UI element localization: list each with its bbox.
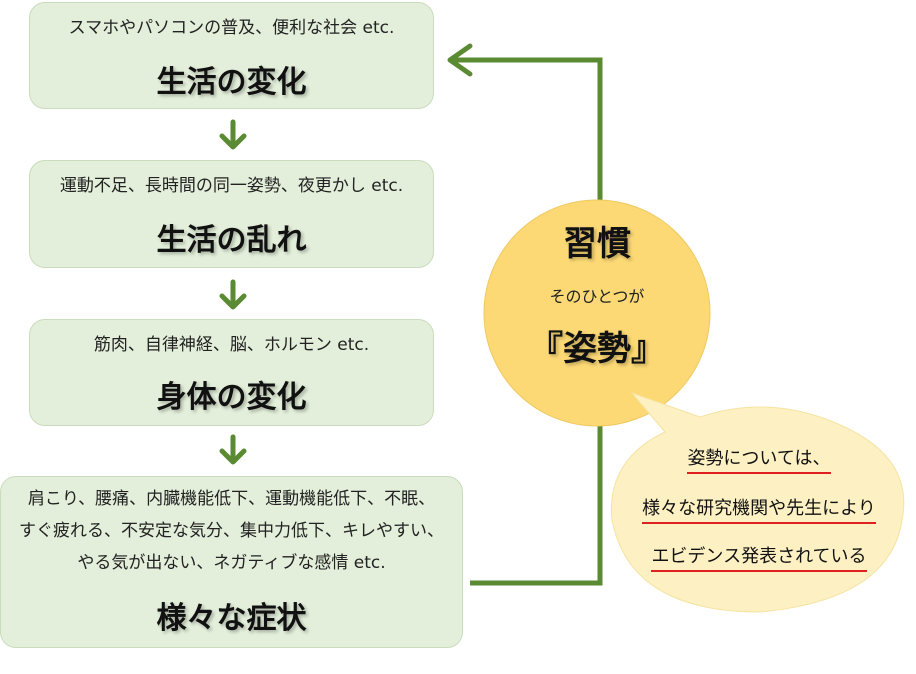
symptoms-line-2: すぐ疲れる、不安定な気分、集中力低下、キレやすい、 bbox=[19, 521, 444, 541]
bubble-content: 姿勢については、 様々な研究機関や先生により エビデンス発表されている bbox=[612, 440, 906, 590]
posture-highlight: 『姿勢』 bbox=[529, 329, 665, 369]
flow-box-subtext: 運動不足、長時間の同一姿勢、夜更かし etc. bbox=[59, 176, 404, 196]
flow-box-subtext: スマホやパソコンの普及、便利な社会 etc. bbox=[68, 18, 395, 38]
flow-box-title: 様々な症状 bbox=[156, 601, 307, 636]
flow-box-lifestyle-change: スマホやパソコンの普及、便利な社会 etc. 生活の変化 bbox=[29, 2, 434, 109]
flow-box-symptoms: 肩こり、腰痛、内臓機能低下、運動機能低下、不眠、 すぐ疲れる、不安定な気分、集中… bbox=[0, 476, 463, 648]
flow-box-lifestyle-disorder: 運動不足、長時間の同一姿勢、夜更かし etc. 生活の乱れ bbox=[29, 160, 434, 268]
bubble-line-1: 姿勢については、 bbox=[612, 444, 906, 474]
flow-box-subtext: 筋肉、自律神経、脳、ホルモン etc. bbox=[93, 335, 370, 355]
down-arrow-2 bbox=[219, 279, 247, 310]
down-arrow-3 bbox=[219, 434, 247, 465]
habit-title: 習慣 bbox=[563, 224, 631, 264]
flow-box-title: 生活の乱れ bbox=[156, 223, 307, 258]
bubble-line-2: 様々な研究機関や先生により bbox=[612, 494, 906, 524]
habit-subtitle: そのひとつが bbox=[549, 287, 645, 306]
symptoms-line-3: やる気が出ない、ネガティブな感情 etc. bbox=[77, 553, 386, 573]
flow-box-body-change: 筋肉、自律神経、脳、ホルモン etc. 身体の変化 bbox=[29, 319, 434, 426]
habit-circle-content: 習慣 そのひとつが 『姿勢』 bbox=[484, 216, 710, 370]
flow-box-title: 身体の変化 bbox=[156, 380, 307, 415]
flow-box-title: 生活の変化 bbox=[156, 65, 307, 100]
down-arrow-1 bbox=[219, 119, 247, 150]
bubble-line-3: エビデンス発表されている bbox=[612, 542, 906, 572]
habit-circle bbox=[483, 199, 711, 427]
symptoms-line-1: 肩こり、腰痛、内臓機能低下、運動機能低下、不眠、 bbox=[27, 489, 436, 509]
feedback-arrowhead bbox=[447, 43, 473, 77]
speech-bubble bbox=[610, 391, 905, 613]
